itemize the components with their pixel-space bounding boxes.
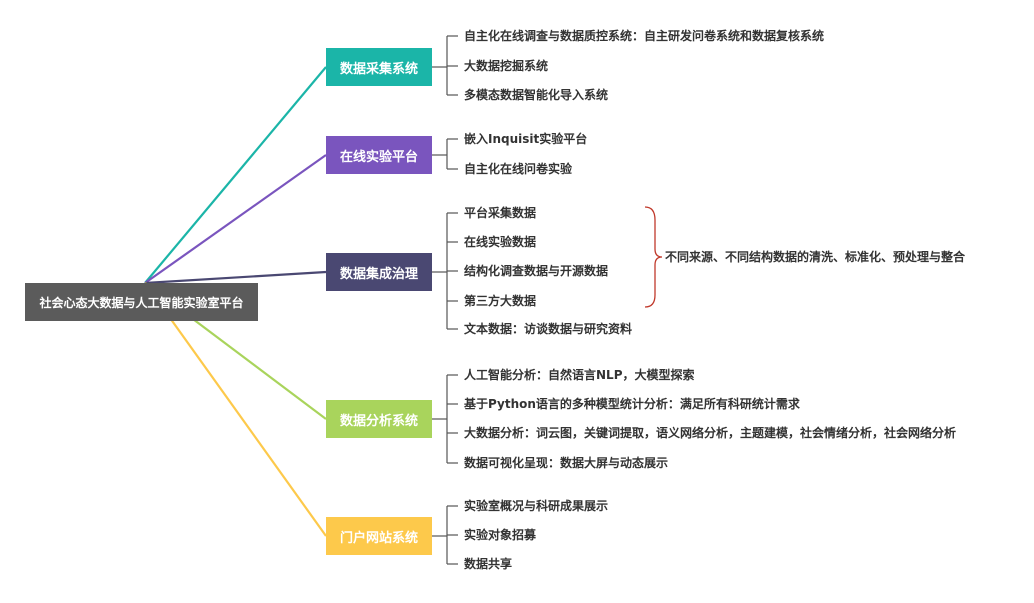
- leaf-item: 多模态数据智能化导入系统: [464, 88, 609, 102]
- root-branch-connector: [144, 66, 327, 284]
- leaf-item: 大数据挖掘系统: [464, 59, 549, 73]
- branch-data-collection: 数据采集系统: [326, 48, 432, 86]
- root-branch-connector: [144, 154, 327, 284]
- integration-note: 不同来源、不同结构数据的清洗、标准化、预处理与整合: [665, 250, 966, 264]
- leaf-item: 自主化在线问卷实验: [464, 162, 573, 176]
- branch-data-integration: 数据集成治理: [326, 253, 432, 291]
- branch-online-experiment: 在线实验平台: [326, 136, 432, 174]
- branch-data-analysis: 数据分析系统: [326, 400, 432, 438]
- leaf-item: 第三方大数据: [464, 294, 537, 308]
- leaf-item: 基于Python语言的多种模型统计分析：满足所有科研统计需求: [464, 397, 800, 411]
- root-node: 社会心态大数据与人工智能实验室平台: [25, 283, 258, 321]
- leaf-item: 数据可视化呈现：数据大屏与动态展示: [464, 456, 669, 470]
- leaf-item: 嵌入Inquisit实验平台: [464, 132, 588, 146]
- integration-brace: [644, 206, 663, 308]
- leaf-item: 人工智能分析：自然语言NLP，大模型探索: [464, 368, 695, 382]
- root-branch-connector: [144, 282, 327, 537]
- leaf-item: 自主化在线调查与数据质控系统：自主研发问卷系统和数据复核系统: [464, 29, 825, 43]
- leaf-item: 平台采集数据: [464, 206, 537, 220]
- leaf-item: 实验对象招募: [464, 528, 537, 542]
- branch-portal-website: 门户网站系统: [326, 517, 432, 555]
- leaf-item: 实验室概况与科研成果展示: [464, 499, 609, 513]
- leaf-item: 文本数据：访谈数据与研究资料: [464, 322, 633, 336]
- leaf-item: 结构化调查数据与开源数据: [464, 264, 609, 278]
- root-branch-connector: [144, 270, 327, 285]
- leaf-item: 数据共享: [464, 557, 513, 571]
- leaf-item: 在线实验数据: [464, 235, 537, 249]
- leaf-item: 大数据分析：词云图，关键词提取，语义网络分析，主题建模，社会情绪分析，社会网络分…: [464, 426, 957, 440]
